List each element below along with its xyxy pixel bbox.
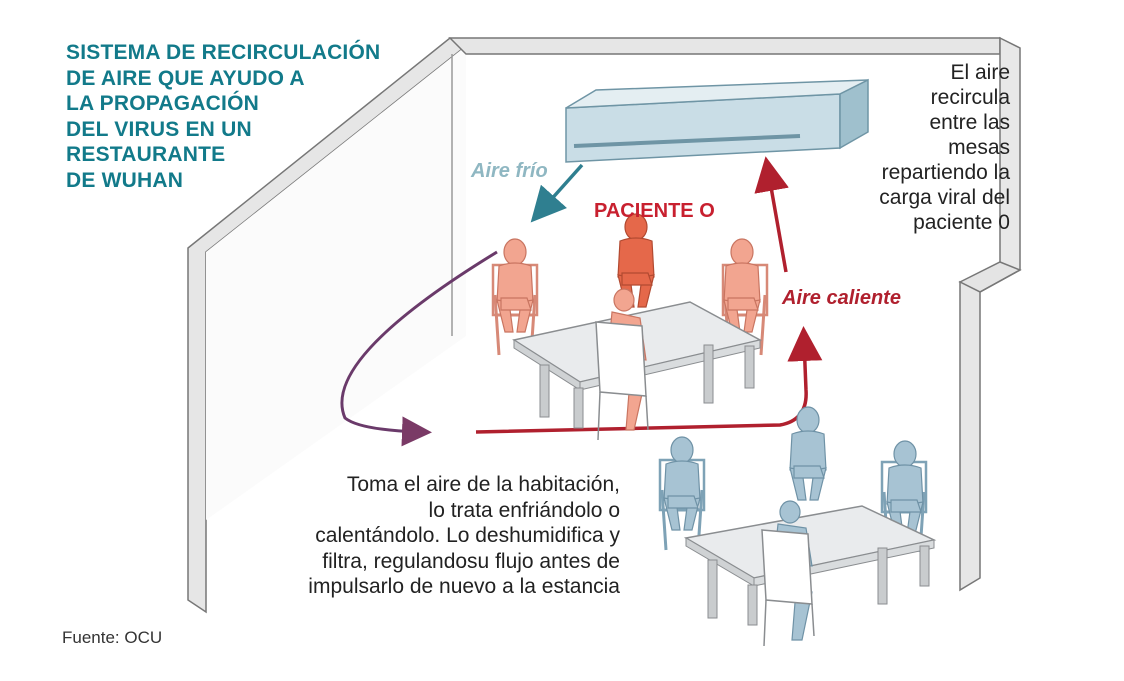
return-air-arrow <box>340 250 498 447</box>
diagram-title: SISTEMA DE RECIRCULACIÓN DE AIRE QUE AYU… <box>66 40 396 193</box>
patient-zero-label: PACIENTE O <box>594 200 715 222</box>
person-right <box>723 238 761 333</box>
room-walls <box>187 36 1022 614</box>
note-line: impulsarlo de nuevo a la estancia <box>308 575 620 598</box>
note-line: entre las <box>929 111 1010 134</box>
warm-air-arrow <box>754 156 789 273</box>
note-line: lo trata enfriándolo o <box>428 498 620 522</box>
person-left <box>496 238 534 333</box>
healthy-table-group <box>658 406 937 647</box>
recirculation-note: El aire recircula entre las mesas repart… <box>790 60 1010 235</box>
note-line: filtra, regulandosu flujo antes de <box>322 549 620 573</box>
note-line: calentándolo. Lo deshumidifica y <box>315 524 620 547</box>
warm-air-label: Aire caliente <box>782 287 901 309</box>
title-line: DEL VIRUS EN UN <box>66 117 252 141</box>
title-line: RESTAURANTE <box>66 143 226 166</box>
cold-air-label: Aire frío <box>471 160 548 182</box>
note-line: carga viral del <box>879 186 1010 209</box>
note-line: Toma el aire de la habitación, <box>346 473 620 496</box>
note-line: mesas <box>948 136 1010 159</box>
title-line: DE WUHAN <box>66 168 184 192</box>
cold-air-arrow <box>530 163 584 223</box>
infected-table-group <box>491 213 769 441</box>
title-line: LA PROPAGACIÓN <box>66 92 259 115</box>
ac-function-note: Toma el aire de la habitación, lo trata … <box>200 472 620 600</box>
person-healthy-left <box>663 436 701 531</box>
chair-front <box>595 321 649 441</box>
note-line: repartiendo la <box>881 161 1010 184</box>
air-conditioner <box>565 78 869 163</box>
source-credit: Fuente: OCU <box>62 628 163 647</box>
title-line: SISTEMA DE RECIRCULACIÓN <box>66 41 381 64</box>
note-line: paciente 0 <box>913 211 1010 234</box>
note-line: recircula <box>930 86 1010 109</box>
title-line: DE AIRE QUE AYUDO A <box>66 66 305 90</box>
note-line: El aire <box>950 61 1010 84</box>
